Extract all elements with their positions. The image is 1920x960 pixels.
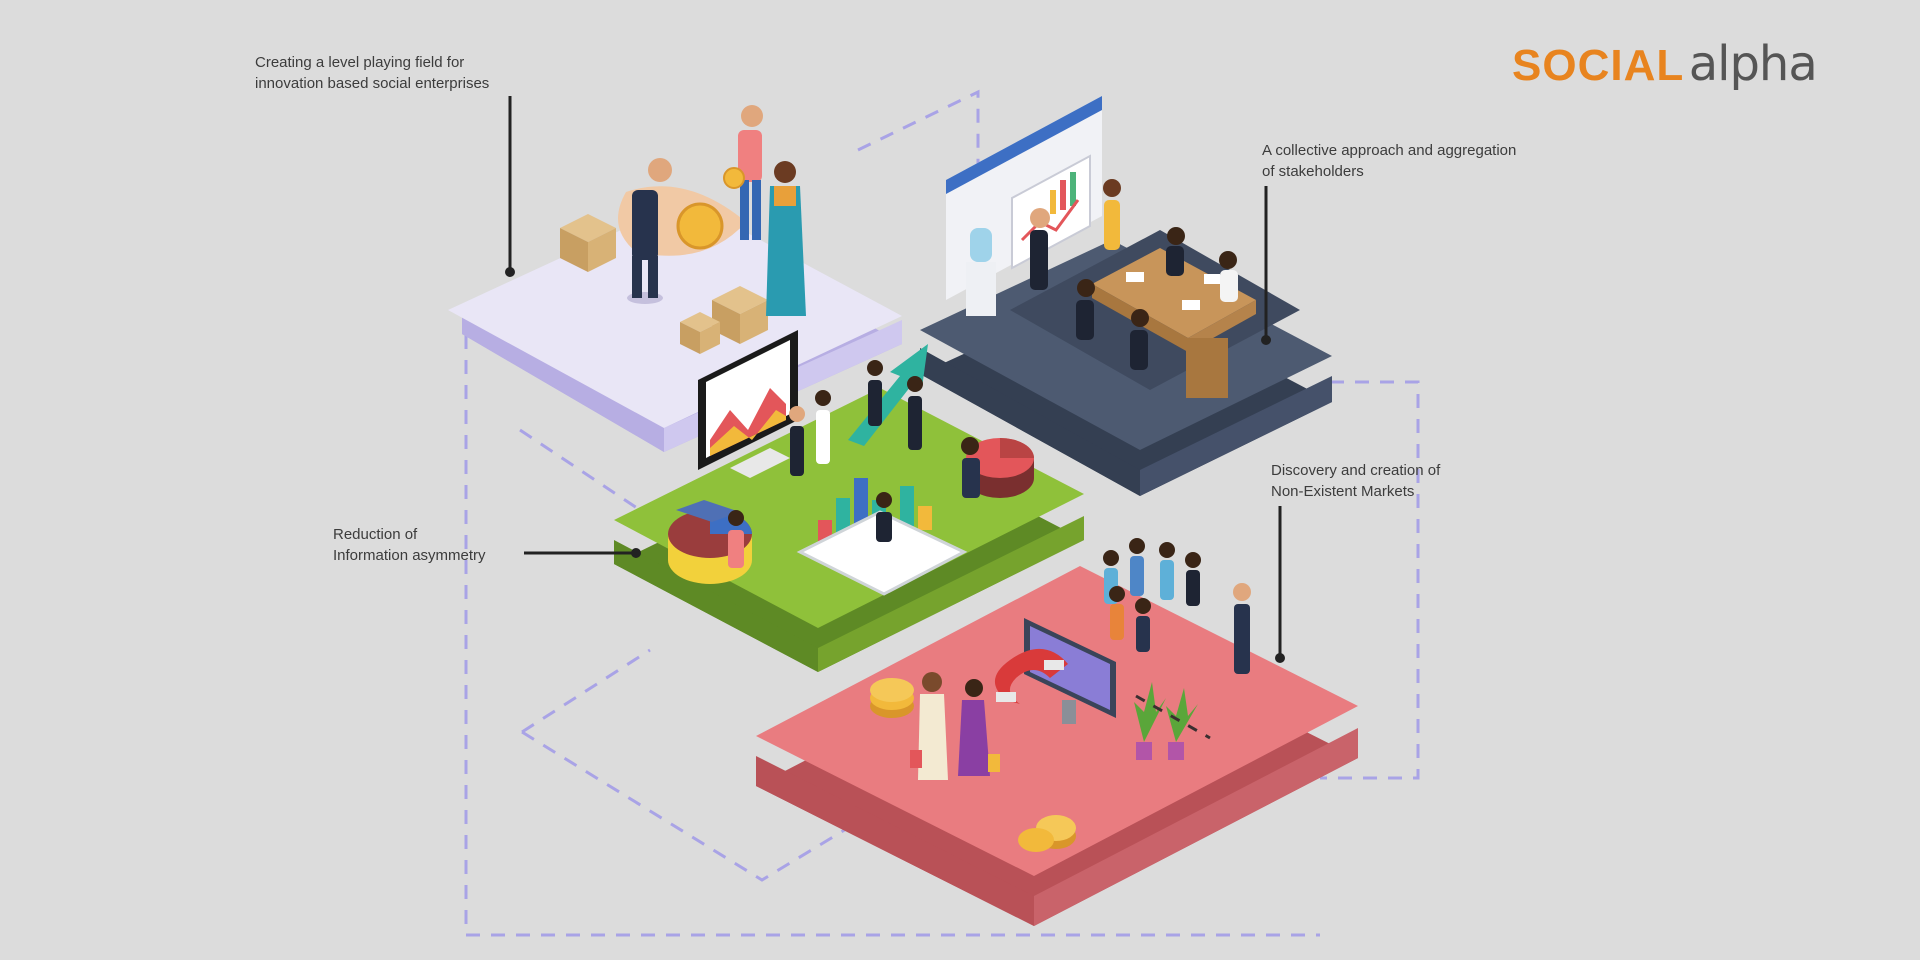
logo-social-text: SOCIAL bbox=[1512, 41, 1685, 90]
label-non-existent-markets: Discovery and creation of Non-Existent M… bbox=[1271, 462, 1441, 500]
woman-in-saree-figure bbox=[766, 161, 806, 316]
platform-information-asymmetry bbox=[614, 330, 1084, 672]
monitor-magnet-icon bbox=[994, 618, 1116, 724]
rupee-coin-icon bbox=[1018, 815, 1076, 852]
audience-figures bbox=[1103, 538, 1251, 674]
tablet-icon bbox=[796, 510, 968, 596]
label-collective-approach: A collective approach and aggregation of… bbox=[1262, 142, 1517, 180]
cardboard-box-icon bbox=[712, 286, 768, 344]
customer-figures bbox=[910, 672, 1000, 780]
meeting-attendee-figures bbox=[1030, 179, 1238, 370]
platform-non-existent-markets bbox=[756, 538, 1358, 926]
label-information-asymmetry: Reduction of Information asymmetry bbox=[333, 526, 486, 564]
man-holding-coin-figure bbox=[723, 105, 763, 240]
pie-chart-icon bbox=[966, 438, 1034, 498]
logo-alpha-text: alpha bbox=[1688, 36, 1818, 92]
potted-plant-icon bbox=[1134, 682, 1166, 760]
rupee-coin-icon bbox=[676, 202, 724, 250]
monitor-chart-icon bbox=[698, 330, 798, 478]
businessman-figure bbox=[627, 158, 672, 304]
platform-level-playing-field bbox=[448, 105, 902, 452]
label-level-playing-field: Creating a level playing field for innov… bbox=[255, 54, 490, 92]
potted-plant-icon bbox=[1166, 688, 1198, 760]
rupee-coin-icon bbox=[870, 678, 914, 718]
social-alpha-logo: SOCIAL alpha bbox=[1512, 36, 1818, 92]
water-cooler-icon bbox=[966, 228, 996, 316]
leader-lines bbox=[505, 96, 1285, 663]
platform-collective-approach bbox=[920, 96, 1332, 496]
cardboard-box-icon bbox=[680, 312, 720, 354]
analyst-figures bbox=[728, 360, 980, 568]
cardboard-box-icon bbox=[560, 214, 616, 272]
